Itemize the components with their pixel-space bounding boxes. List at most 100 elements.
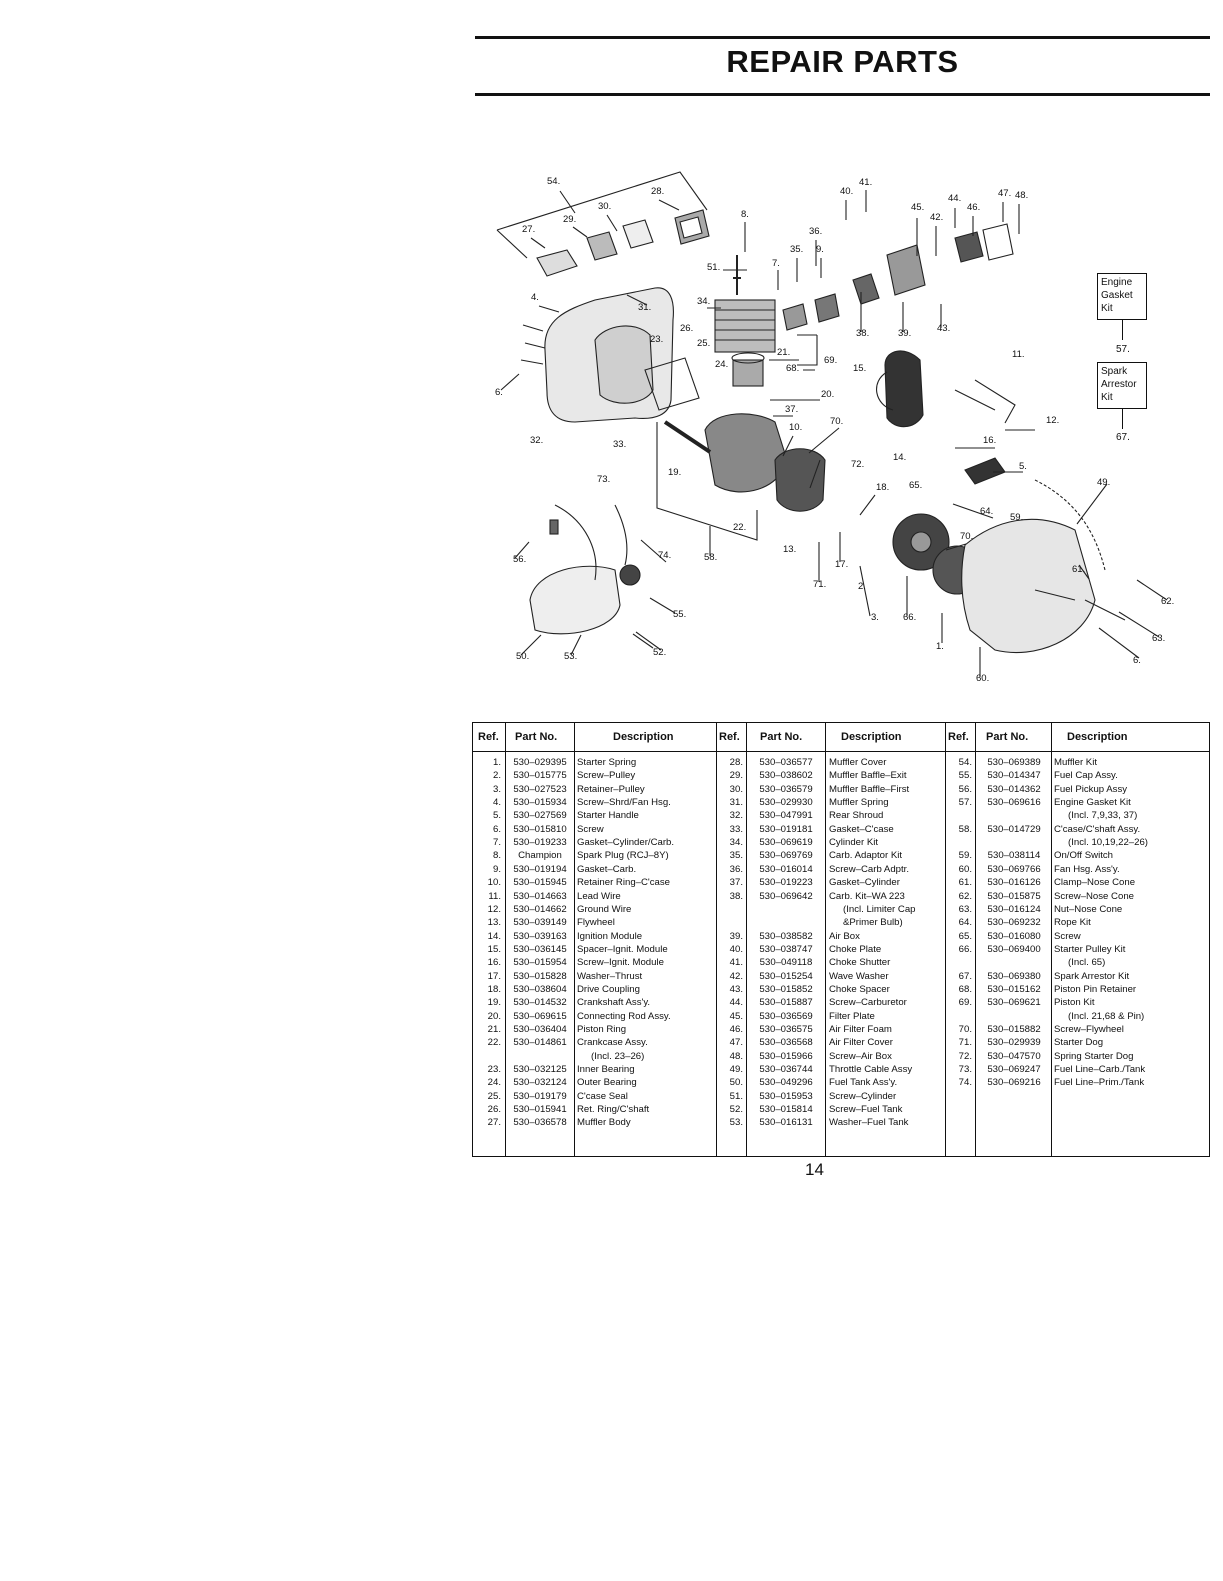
callout-label: 35. <box>790 244 803 255</box>
description-cell: Retainer Ring–C'case <box>577 877 671 889</box>
part-number-cell: 530–016080 <box>987 930 1041 942</box>
callout-label: 7. <box>772 258 780 269</box>
part-number-cell: 530–019223 <box>759 877 813 889</box>
ref-cell: 9. <box>492 863 501 875</box>
part-number-cell: 530–039163 <box>513 930 567 942</box>
spark-arrestor-kit-box: Spark Arrestor Kit <box>1097 362 1147 409</box>
part-number-cell: 530–015814 <box>759 1104 813 1116</box>
header-rule-bottom <box>475 93 1210 96</box>
callout-label: 31. <box>638 302 651 313</box>
callout-label: 44. <box>948 193 961 204</box>
part-number-cell: 530–019181 <box>759 823 813 835</box>
description-cell: Choke Shutter <box>829 957 891 969</box>
callout-label: 6. <box>1133 655 1141 666</box>
callout-label: 23. <box>650 334 663 345</box>
part-number-cell: 530–036578 <box>513 1117 567 1129</box>
ref-cell: 45. <box>729 1010 743 1022</box>
ref-cell: 40. <box>729 943 743 955</box>
description-cell: Gasket–Cylinder/Carb. <box>577 837 675 849</box>
callout-label: 71. <box>813 579 826 590</box>
description-cell: Flywheel <box>577 917 615 929</box>
part-number-cell: 530–036579 <box>759 783 813 795</box>
part-number-cell: 530–029395 <box>513 757 567 768</box>
page-title: REPAIR PARTS <box>726 44 959 79</box>
callout-label: 68. <box>786 363 799 374</box>
callout-label: 10. <box>789 422 802 433</box>
description-cell: Screw <box>577 823 604 835</box>
engine-gasket-kit-box: Engine Gasket Kit <box>1097 273 1147 320</box>
callout-label: 48. <box>1015 190 1028 201</box>
part-number-cell: 530–038582 <box>759 930 813 942</box>
ref-cell: 23. <box>487 1064 501 1076</box>
ref-cell: 53. <box>729 1117 743 1129</box>
description-cell: Fuel Tank Ass'y. <box>829 1077 898 1089</box>
part-number-cell: 530–049296 <box>759 1077 813 1089</box>
part-number-cell: 530–016131 <box>759 1117 813 1129</box>
callout-label: 45. <box>911 202 924 213</box>
part-number-cell: 530–016126 <box>987 877 1041 889</box>
description-cell: Fuel Line–Prim./Tank <box>1054 1077 1145 1089</box>
part-number-cell: 530–069247 <box>987 1064 1041 1076</box>
callout-label: 70. <box>830 416 843 427</box>
ref-cell: 62. <box>958 890 972 902</box>
part-number-cell: 530–015852 <box>759 983 813 995</box>
description-cell: Starter Pulley Kit <box>1054 943 1126 955</box>
part-number-cell: 530–014662 <box>513 903 567 915</box>
kit-connector-line <box>1122 320 1123 340</box>
kit-label-line: Engine <box>1101 277 1133 288</box>
part-number-cell: 530–014362 <box>987 783 1041 795</box>
part-number-cell: 530–014663 <box>513 890 567 902</box>
callout-label: 53. <box>564 651 577 662</box>
callout-label: 2. <box>858 581 866 592</box>
part-number-cell: 530–047991 <box>759 810 813 822</box>
callout-label: 64. <box>980 506 993 517</box>
description-cell: Gasket–Carb. <box>577 863 637 875</box>
table-col-divider <box>945 723 946 1156</box>
callout-label: 40. <box>840 186 853 197</box>
description-cell: Screw–Air Box <box>829 1050 892 1062</box>
part-number-cell: 530–069400 <box>987 943 1041 955</box>
description-cell: Muffler Kit <box>1054 757 1098 768</box>
part-number-cell: 530–036575 <box>759 1024 813 1035</box>
ref-cell: 31. <box>729 797 743 809</box>
description-cell: Spacer–Ignit. Module <box>577 943 668 955</box>
ref-cell: 49. <box>729 1064 743 1076</box>
description-cell: Rear Shroud <box>829 810 884 822</box>
callout-label: 38. <box>856 328 869 339</box>
ref-cell: 10. <box>487 877 501 889</box>
diagram-artwork <box>496 171 1168 677</box>
description-cell: Spark Plug (RCJ–8Y) <box>577 850 669 862</box>
callout-label: 20. <box>821 389 834 400</box>
part-number-cell: 530–019233 <box>513 837 567 849</box>
callout-label: 5. <box>1019 461 1027 472</box>
description-cell: Muffler Baffle–Exit <box>829 770 907 782</box>
callout-labels: 54.28.30.29.27.8.40.41.36.35.9.7.51.45.4… <box>495 176 1174 684</box>
callout-label: 34. <box>697 296 710 307</box>
ref-cell: 38. <box>729 890 743 902</box>
parts-table: Ref. Part No. Description Ref. Part No. … <box>472 722 1210 1157</box>
description-cell: (Incl. 23–26) <box>591 1050 645 1062</box>
callout-label: 55. <box>673 609 686 620</box>
part-number-cell: 530–039149 <box>513 917 567 929</box>
ref-cell: 34. <box>729 837 743 849</box>
ref-cell: 48. <box>729 1050 743 1062</box>
ref-cell: 65. <box>958 930 972 942</box>
table-col-divider <box>716 723 717 1156</box>
part-number-cell: 530–069216 <box>987 1077 1041 1089</box>
ref-cell: 50. <box>729 1077 743 1089</box>
ref-cell: 71. <box>958 1037 972 1049</box>
callout-label: 72. <box>851 459 864 470</box>
description-cell: Starter Handle <box>577 810 639 822</box>
part-number-cell: 530–027569 <box>513 810 567 822</box>
callout-label: 14. <box>893 452 906 463</box>
description-cell: Screw–Fuel Tank <box>829 1104 903 1116</box>
callout-label: 33. <box>613 439 626 450</box>
description-cell: Screw–Carburetor <box>829 997 907 1009</box>
part-number-cell: 530–015954 <box>513 957 567 969</box>
part-number-cell: 530–047570 <box>987 1050 1041 1062</box>
ref-cell: 57. <box>958 797 972 809</box>
ref-cell: 27. <box>487 1117 501 1129</box>
ref-cell: 17. <box>487 970 501 982</box>
ref-cell: 73. <box>958 1064 972 1076</box>
description-cell: Screw <box>1054 930 1081 942</box>
